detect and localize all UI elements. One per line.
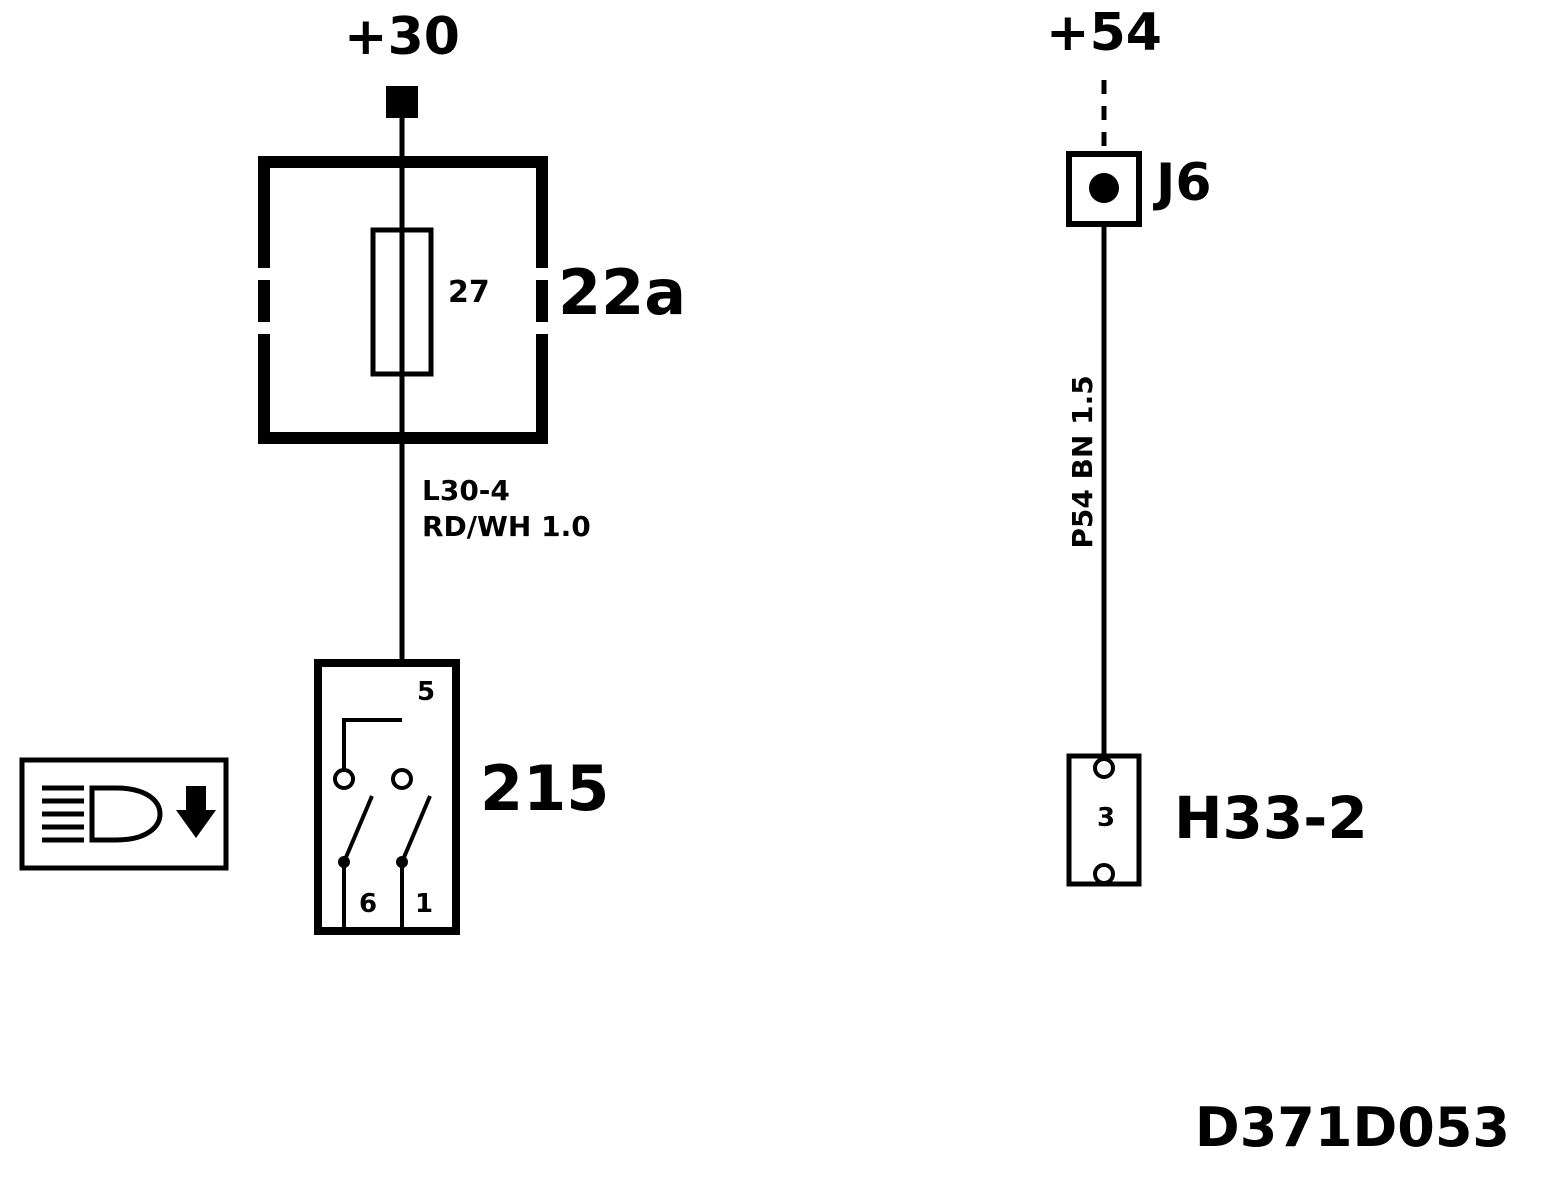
connector-h33-2 [1066, 753, 1142, 887]
terminal-30 [386, 86, 418, 118]
splice-j6 [1066, 151, 1142, 227]
fuse-number: 27 [448, 275, 490, 310]
splice-label: J6 [1153, 153, 1212, 213]
switch-215 [314, 659, 460, 935]
wire-spec-right: P54 BN 1.5 [1066, 375, 1099, 548]
switch-pin-5: 5 [417, 677, 435, 707]
connector-label: H33-2 [1174, 784, 1368, 852]
supply-label-54: +54 [1046, 3, 1162, 63]
fuse-box-label: 22a [558, 256, 686, 329]
switch-label: 215 [480, 752, 609, 825]
wire-code-left: L30-4 [422, 474, 510, 507]
supply-label-30: +30 [344, 7, 460, 67]
switch-pin-6: 6 [359, 889, 377, 919]
connector-pin-3: 3 [1097, 803, 1115, 833]
drawing-code: D371D053 [1195, 1096, 1510, 1159]
fuse-box-22a [258, 156, 548, 444]
headlight-dip-icon [19, 757, 229, 871]
switch-pin-1: 1 [415, 889, 433, 919]
wire-spec-left: RD/WH 1.0 [422, 510, 591, 543]
